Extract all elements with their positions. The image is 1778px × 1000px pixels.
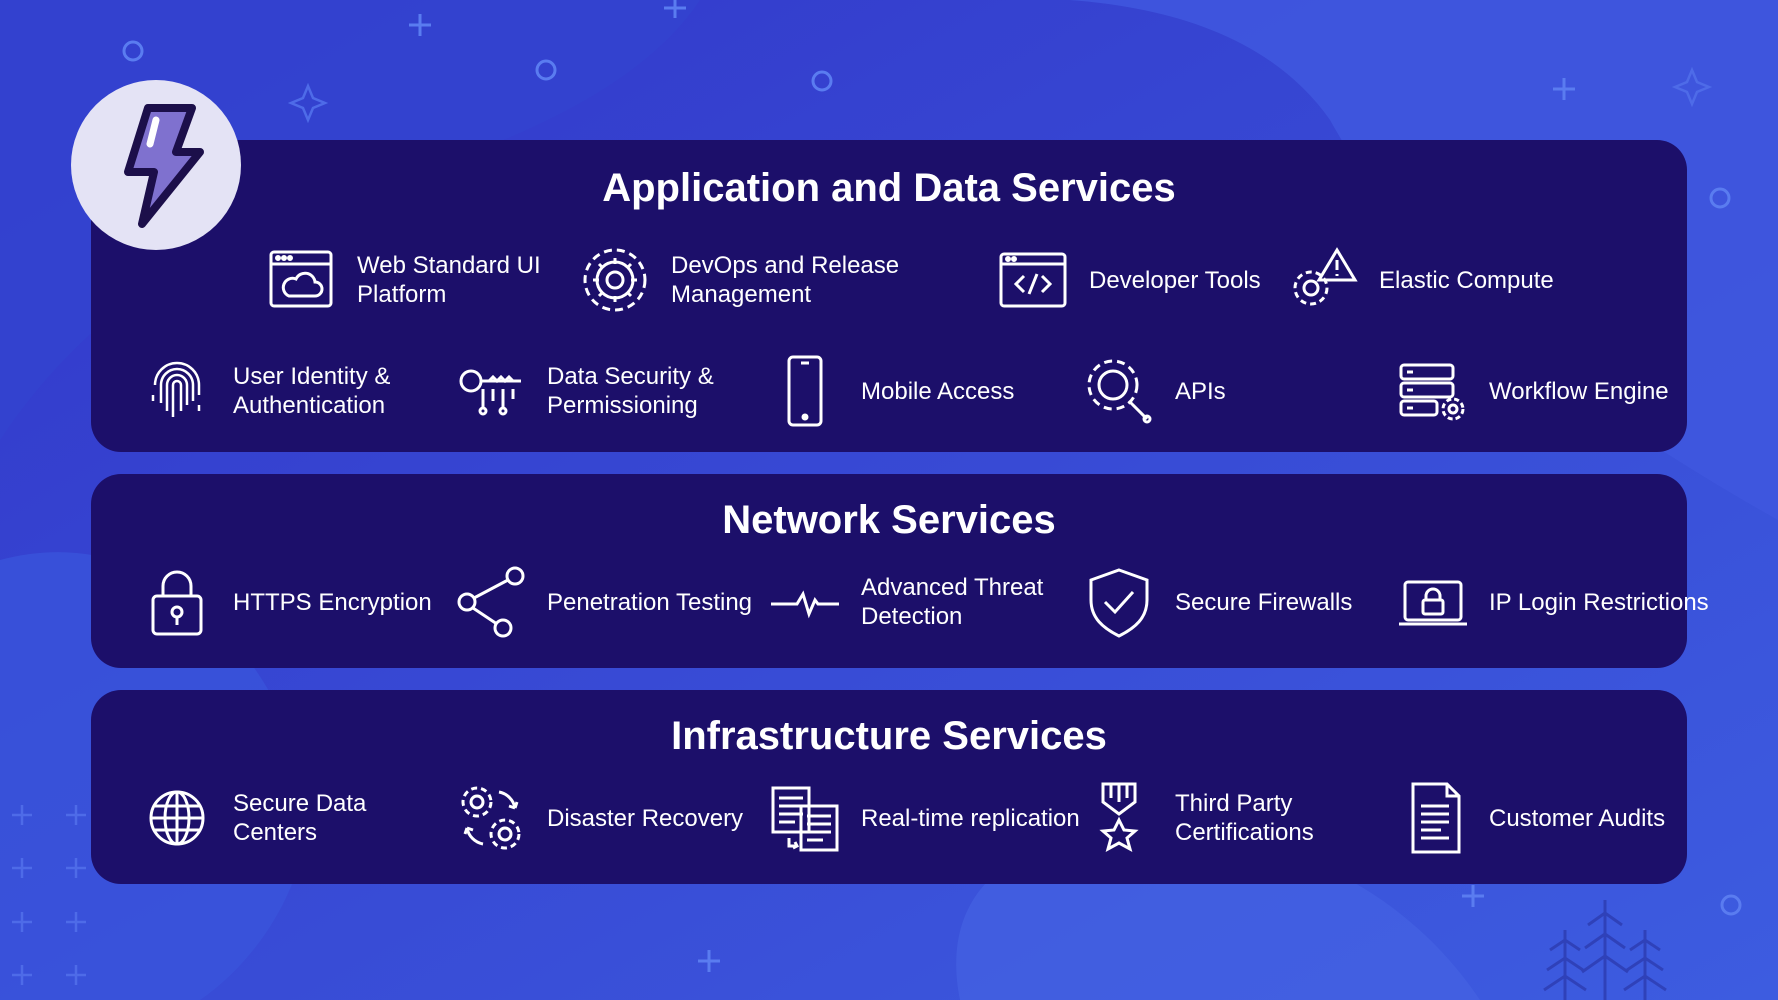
badge-star-icon bbox=[1083, 782, 1155, 854]
service-item: Penetration Testing bbox=[455, 566, 767, 638]
service-label: User Identity & Authentication bbox=[233, 363, 391, 419]
document-list-icon bbox=[1397, 782, 1469, 854]
service-item: Elastic Compute bbox=[1287, 244, 1599, 316]
service-item: Real-time replication bbox=[769, 782, 1081, 854]
service-item: Customer Audits bbox=[1397, 782, 1709, 854]
server-gear-icon bbox=[1397, 355, 1469, 427]
laptop-lock-icon bbox=[1397, 566, 1469, 638]
service-label: Mobile Access bbox=[861, 377, 1015, 405]
service-label: Developer Tools bbox=[1089, 266, 1261, 294]
service-item: Third Party Certifications bbox=[1083, 782, 1395, 854]
lightning-bolt-icon bbox=[124, 104, 204, 228]
application-data-services-panel: Application and Data Services Web Standa… bbox=[91, 140, 1687, 452]
service-label: Secure Firewalls bbox=[1175, 588, 1353, 616]
service-label: Web Standard UI Platform bbox=[357, 252, 541, 308]
gear-search-icon bbox=[1083, 355, 1155, 427]
service-item: Secure Data Centers bbox=[141, 782, 453, 854]
service-label: APIs bbox=[1175, 377, 1226, 405]
service-label: Elastic Compute bbox=[1379, 266, 1554, 294]
service-label: Penetration Testing bbox=[547, 588, 753, 616]
service-label: HTTPS Encryption bbox=[233, 588, 432, 616]
service-item: IP Login Restrictions bbox=[1397, 566, 1709, 638]
service-label: Real-time replication bbox=[861, 804, 1080, 832]
section-title: Network Services bbox=[722, 498, 1056, 542]
gear-circle-icon bbox=[579, 244, 651, 316]
service-label: Data Security & Permissioning bbox=[547, 363, 714, 419]
service-item: Secure Firewalls bbox=[1083, 566, 1395, 638]
pulse-line-icon bbox=[769, 566, 841, 638]
network-services-panel: Network Services HTTPS Encryption Penetr… bbox=[91, 474, 1709, 668]
service-item: Mobile Access bbox=[769, 355, 1081, 427]
mobile-phone-icon bbox=[769, 355, 841, 427]
service-item: Advanced Threat Detection bbox=[769, 566, 1081, 638]
service-item: Disaster Recovery bbox=[455, 782, 767, 854]
globe-icon bbox=[141, 782, 213, 854]
share-nodes-icon bbox=[455, 566, 527, 638]
service-item: Web Standard UI Platform bbox=[265, 244, 577, 316]
documents-sync-icon bbox=[769, 782, 841, 854]
service-label: Advanced Threat Detection bbox=[861, 574, 1044, 630]
service-label: IP Login Restrictions bbox=[1489, 588, 1709, 616]
service-label: Workflow Engine bbox=[1489, 377, 1669, 405]
service-label: Third Party Certifications bbox=[1175, 790, 1314, 846]
service-item: Developer Tools bbox=[997, 244, 1309, 316]
gear-warning-icon bbox=[1287, 244, 1359, 316]
key-icon bbox=[455, 355, 527, 427]
padlock-icon bbox=[141, 566, 213, 638]
service-item: Workflow Engine bbox=[1397, 355, 1709, 427]
service-item: HTTPS Encryption bbox=[141, 566, 453, 638]
gears-cycle-icon bbox=[455, 782, 527, 854]
infrastructure-services-panel: Infrastructure Services Secure Data Cent… bbox=[91, 690, 1687, 884]
shield-check-icon bbox=[1083, 566, 1155, 638]
service-label: Disaster Recovery bbox=[547, 804, 744, 832]
service-item: DevOps and Release Management bbox=[579, 244, 931, 316]
service-item: APIs bbox=[1083, 355, 1395, 427]
logo bbox=[71, 80, 241, 250]
cloud-window-icon bbox=[265, 244, 337, 316]
section-title: Infrastructure Services bbox=[671, 714, 1107, 758]
fingerprint-icon bbox=[141, 355, 213, 427]
section-title: Application and Data Services bbox=[602, 166, 1176, 210]
code-window-icon bbox=[997, 244, 1069, 316]
service-item: User Identity & Authentication bbox=[141, 355, 453, 427]
service-label: Customer Audits bbox=[1489, 804, 1666, 832]
service-item: Data Security & Permissioning bbox=[455, 355, 767, 427]
service-label: DevOps and Release Management bbox=[671, 252, 900, 308]
service-label: Secure Data Centers bbox=[233, 790, 367, 846]
